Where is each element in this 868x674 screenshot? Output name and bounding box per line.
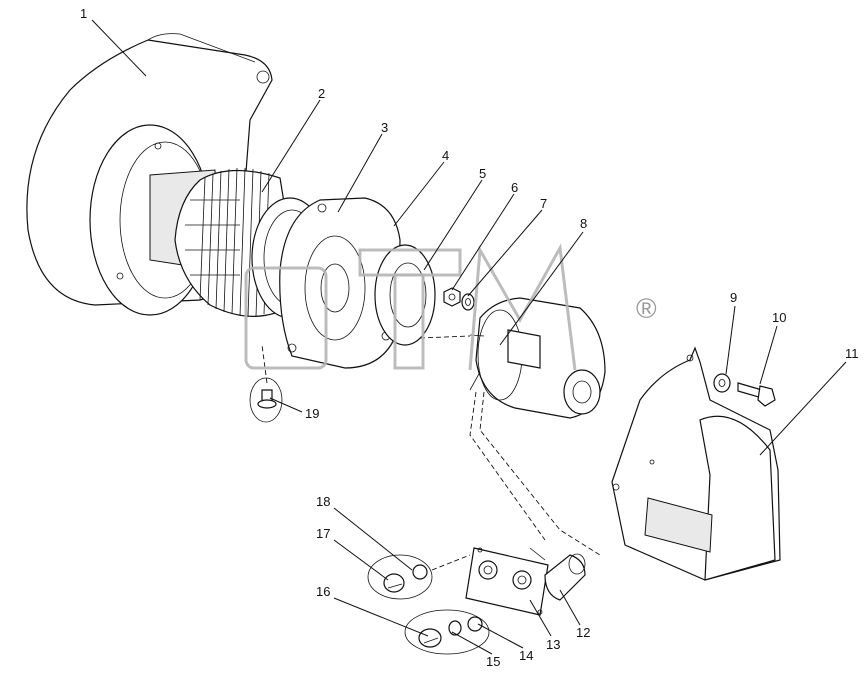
part-9-washer — [713, 373, 731, 393]
callout-4: 4 — [442, 148, 449, 163]
wire-path — [469, 391, 546, 541]
part-10-bolt — [737, 382, 776, 407]
callout-3: 3 — [381, 120, 388, 135]
callout-19: 19 — [305, 406, 319, 421]
callout-5: 5 — [479, 166, 486, 181]
part-7-washer — [461, 293, 475, 311]
callout-14: 14 — [519, 648, 533, 663]
leader-lines — [91, 19, 847, 655]
part-19-screw — [249, 344, 283, 423]
callout-8: 8 — [580, 216, 587, 231]
callout-6: 6 — [511, 180, 518, 195]
callout-18: 18 — [316, 494, 330, 509]
part-12-capacitor — [529, 547, 586, 601]
part-11-cover — [611, 346, 781, 581]
callout-17: 17 — [316, 526, 330, 541]
callout-13: 13 — [546, 637, 560, 652]
callout-10: 10 — [772, 310, 786, 325]
part-8-motor — [419, 297, 606, 419]
btm-watermark: ® — [244, 243, 657, 371]
part-6-nut — [443, 287, 461, 307]
callout-labels: 1 2 3 4 5 6 7 8 9 10 11 12 13 14 15 16 1… — [80, 6, 859, 669]
part-group-17-18 — [367, 554, 471, 600]
callout-15: 15 — [486, 654, 500, 669]
callout-12: 12 — [576, 625, 590, 640]
callout-2: 2 — [318, 86, 325, 101]
registered-mark: ® — [636, 293, 657, 324]
part-13-terminal-plate — [465, 547, 549, 616]
wire-path — [479, 391, 601, 556]
part-4-gasket — [374, 244, 436, 346]
callout-11: 11 — [845, 346, 859, 361]
callout-9: 9 — [730, 290, 737, 305]
part-group-14-15-16 — [404, 609, 490, 655]
callout-1: 1 — [80, 6, 87, 21]
callout-7: 7 — [540, 196, 547, 211]
callout-16: 16 — [316, 584, 330, 599]
